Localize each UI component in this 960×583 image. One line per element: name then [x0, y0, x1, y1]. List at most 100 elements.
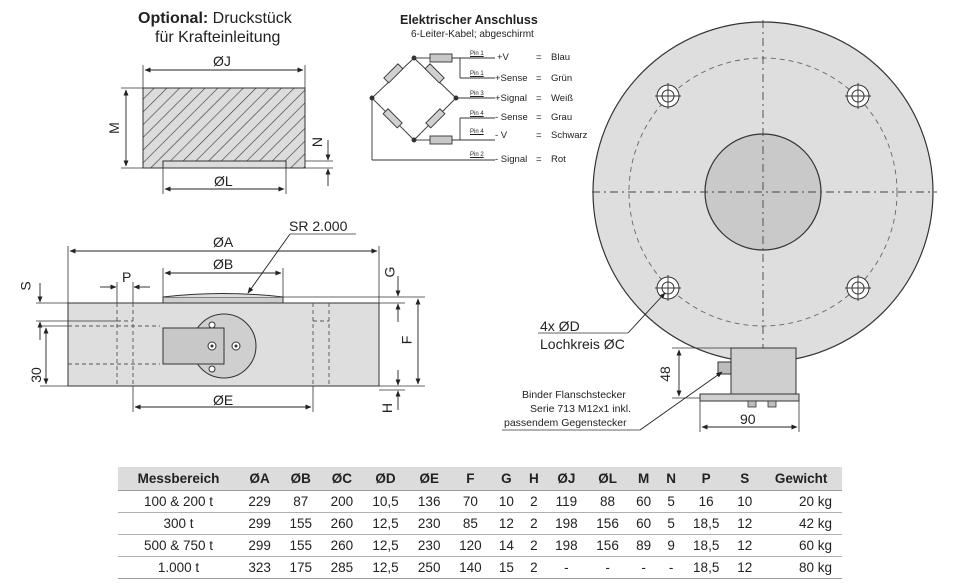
table-cell: 20 kg	[760, 490, 842, 513]
table-cell: 60	[628, 490, 660, 513]
dim-label-e: ØE	[213, 392, 234, 408]
table-cell: 5	[659, 490, 684, 513]
dim-label-g: G	[381, 266, 398, 278]
pin-number: Pin 1	[470, 71, 484, 77]
table-cell: -	[587, 556, 629, 579]
table-cell: 12,5	[362, 534, 409, 557]
dim-label-m: M	[105, 122, 122, 134]
pin-color: Weiß	[551, 93, 573, 104]
table-cell: 260	[321, 512, 363, 535]
connector-note-line-2: Serie 713 M12x1 inkl.	[530, 403, 631, 415]
table-cell: 2	[521, 490, 546, 513]
pin-number: Pin 4	[470, 129, 484, 135]
table-cell: 18,5	[683, 534, 730, 557]
table-cell: -	[628, 556, 660, 579]
table-cell: 89	[628, 534, 660, 557]
table-cell: 1.000 t	[118, 556, 240, 579]
table-cell: 155	[280, 512, 322, 535]
table-header-cell: N	[659, 467, 684, 491]
pin-equals: =	[536, 52, 542, 63]
table-cell: 229	[239, 490, 281, 513]
table-header-cell: F	[449, 467, 491, 491]
table-cell: 12,5	[362, 512, 409, 535]
table-cell: 119	[545, 490, 587, 513]
table-cell: 2	[521, 556, 546, 579]
table-cell: 198	[545, 534, 587, 557]
table-cell: 2	[521, 512, 546, 535]
hole-circle-label: Lochkreis ØC	[540, 336, 625, 352]
dim-label-a: ØA	[213, 234, 234, 250]
table-header-cell: P	[683, 467, 730, 491]
dim-label-90: 90	[740, 411, 756, 427]
side-view-drawing	[36, 233, 425, 412]
dim-label-p: P	[122, 269, 132, 285]
table-cell: 299	[239, 534, 281, 557]
table-header-cell: ØJ	[545, 467, 587, 491]
table-cell: 300 t	[118, 512, 240, 535]
pin-signal: - Signal	[495, 154, 528, 165]
table-cell: 88	[587, 490, 629, 513]
dim-label-s: S	[17, 281, 34, 291]
pin-number: Pin 4	[470, 111, 484, 117]
table-cell: 2	[521, 534, 546, 557]
table-cell: 120	[449, 534, 491, 557]
pin-color: Grün	[551, 73, 573, 84]
pin-color: Grau	[551, 112, 573, 123]
electrical-title: Elektrischer Anschluss	[400, 13, 538, 27]
table-cell: 200	[321, 490, 363, 513]
table-cell: 10,5	[362, 490, 409, 513]
table-cell: 198	[545, 512, 587, 535]
pin-number: Pin 3	[470, 91, 484, 97]
table-header-cell: ØC	[321, 467, 363, 491]
connector-note-line-1: Binder Flanschstecker	[522, 389, 626, 401]
pressure-piece-drawing	[121, 65, 333, 194]
table-header-cell: ØE	[408, 467, 450, 491]
pin-number: Pin 1	[470, 51, 484, 57]
table-cell: 230	[408, 512, 450, 535]
pin-equals: =	[536, 93, 542, 104]
pin-number: Pin 2	[470, 152, 484, 158]
table-cell: 60	[628, 512, 660, 535]
table-cell: 500 & 750 t	[118, 534, 240, 557]
table-cell: 70	[449, 490, 491, 513]
table-header-cell: Messbereich	[118, 467, 240, 491]
table-cell: 60 kg	[760, 534, 842, 557]
dim-label-l: ØL	[214, 173, 233, 189]
table-cell: 230	[408, 534, 450, 557]
table-cell: 80 kg	[760, 556, 842, 579]
table-cell: 9	[659, 534, 684, 557]
table-cell: 10	[490, 490, 522, 513]
table-cell: 100 & 200 t	[118, 490, 240, 513]
table-cell: 260	[321, 534, 363, 557]
pin-signal: +Sense	[495, 73, 528, 84]
table-cell: 18,5	[683, 512, 730, 535]
table-cell: 156	[587, 534, 629, 557]
pin-color: Blau	[551, 52, 571, 63]
table-header-cell: ØD	[362, 467, 409, 491]
table-cell: 15	[490, 556, 522, 579]
table-header-cell: S	[729, 467, 761, 491]
table-cell: 12,5	[362, 556, 409, 579]
pin-equals: =	[536, 73, 542, 84]
table-cell: 12	[729, 556, 761, 579]
pin-color: Rot	[551, 154, 566, 165]
table-header-cell: H	[521, 467, 546, 491]
table-cell: 87	[280, 490, 322, 513]
table-header-cell: ØL	[587, 467, 629, 491]
dim-label-f: F	[398, 335, 415, 345]
connector-note-line-3: passendem Gegenstecker	[504, 417, 627, 429]
table-header-cell: M	[628, 467, 660, 491]
pin-signal: +V	[497, 52, 509, 63]
table-cell: 299	[239, 512, 281, 535]
optional-title-bold: Optional:	[138, 10, 209, 27]
table-cell: 136	[408, 490, 450, 513]
table-header-cell: Gewicht	[760, 467, 842, 491]
table-cell: 5	[659, 512, 684, 535]
table-cell: 323	[239, 556, 281, 579]
table-cell: -	[659, 556, 684, 579]
